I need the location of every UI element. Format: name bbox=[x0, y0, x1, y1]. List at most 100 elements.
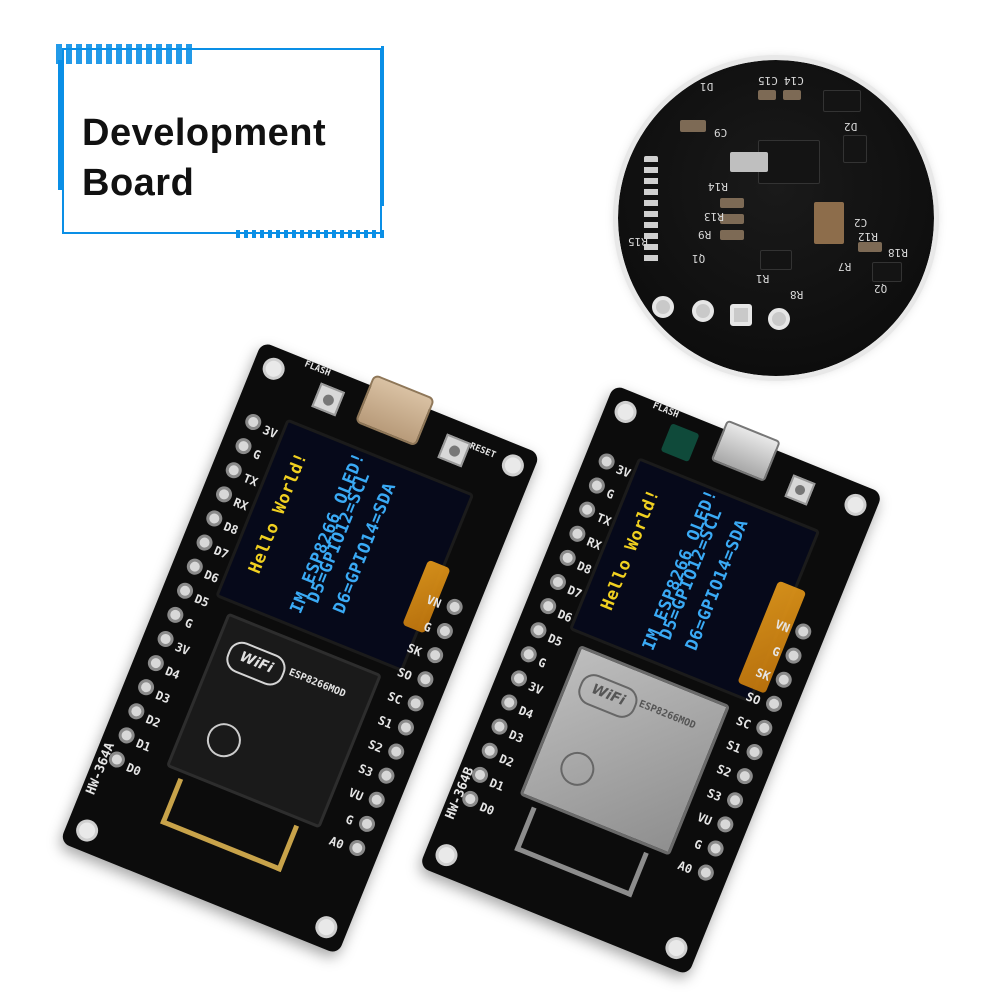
pin bbox=[174, 580, 196, 602]
mounting-hole bbox=[841, 490, 870, 520]
fcc-logo bbox=[201, 718, 247, 763]
pin bbox=[194, 532, 215, 553]
module-model: ESP8266MOD bbox=[287, 667, 348, 700]
pin bbox=[242, 411, 264, 433]
mounting-hole bbox=[312, 912, 341, 942]
silk-label: R18 bbox=[888, 246, 908, 259]
silk-label: C2 bbox=[854, 216, 868, 229]
capacitor-c14 bbox=[783, 90, 801, 100]
pin bbox=[223, 459, 245, 481]
pin bbox=[705, 838, 727, 859]
pin bbox=[753, 717, 775, 739]
pin-label: A0 bbox=[327, 833, 346, 853]
pin bbox=[528, 619, 549, 641]
reset-button bbox=[437, 433, 472, 468]
title-box: Development Board bbox=[56, 44, 386, 238]
silk-label: Q1 bbox=[692, 252, 706, 265]
regulator-chip bbox=[758, 140, 820, 184]
chip-q2 bbox=[872, 262, 902, 282]
reset-label: RESET bbox=[468, 441, 498, 461]
capacitor-c9 bbox=[680, 120, 706, 132]
pin bbox=[734, 765, 756, 787]
pin bbox=[155, 628, 177, 650]
pin bbox=[744, 741, 765, 763]
pin bbox=[444, 596, 466, 618]
pin bbox=[434, 620, 456, 642]
title-decoration bbox=[236, 230, 386, 238]
pin bbox=[356, 813, 378, 835]
mounting-hole bbox=[432, 840, 461, 870]
title-line-1: Development bbox=[82, 112, 327, 154]
mounting-hole bbox=[259, 354, 288, 384]
pin bbox=[233, 435, 254, 457]
silk-label: R8 bbox=[790, 288, 804, 301]
pin bbox=[557, 547, 579, 569]
pad bbox=[768, 308, 790, 330]
pin bbox=[724, 789, 746, 811]
pin bbox=[479, 740, 501, 762]
pin-label: D0 bbox=[477, 799, 497, 819]
resistor-r12 bbox=[858, 242, 882, 252]
chip-d2 bbox=[843, 135, 867, 163]
pin bbox=[184, 556, 206, 578]
pin bbox=[783, 645, 804, 667]
pin bbox=[424, 644, 446, 666]
board-model-label: HW-364A bbox=[83, 740, 118, 797]
pin-label: VU bbox=[695, 809, 714, 829]
capacitor-c2 bbox=[814, 202, 844, 244]
pin bbox=[695, 862, 717, 883]
flash-label: FLASH bbox=[651, 401, 680, 421]
pin bbox=[385, 741, 407, 762]
pin-label: VU bbox=[346, 785, 366, 804]
page-title: Development Board bbox=[82, 108, 326, 208]
pin-label: D0 bbox=[124, 760, 143, 779]
mounting-hole bbox=[662, 933, 691, 963]
pin-label: A0 bbox=[675, 858, 695, 877]
module-model: ESP8266MOD bbox=[637, 698, 698, 732]
pin bbox=[415, 668, 436, 690]
pin bbox=[547, 571, 569, 593]
resistor-r13 bbox=[720, 214, 744, 224]
silk-label: Q2 bbox=[874, 282, 888, 295]
resistor-r14 bbox=[720, 198, 744, 208]
wifi-logo: WiFi bbox=[222, 637, 290, 690]
pad bbox=[652, 296, 674, 318]
pin bbox=[405, 692, 427, 714]
title-line-2: Board bbox=[82, 162, 195, 204]
silk-label: R13 bbox=[704, 210, 724, 223]
pin bbox=[203, 508, 225, 529]
silk-label: R1 bbox=[756, 272, 770, 285]
pin bbox=[566, 523, 588, 545]
pin bbox=[763, 693, 785, 715]
pin bbox=[714, 813, 736, 835]
silk-label: D2 bbox=[844, 120, 858, 133]
fcc-logo bbox=[555, 746, 600, 792]
silk-label: C15 bbox=[758, 74, 778, 87]
pin bbox=[508, 668, 530, 689]
pin bbox=[518, 643, 540, 665]
pin bbox=[135, 676, 157, 698]
silk-label: D1 bbox=[700, 80, 714, 93]
mounting-hole bbox=[72, 816, 102, 845]
header-pins bbox=[644, 156, 658, 266]
silk-label: R7 bbox=[838, 260, 852, 273]
silk-label: C14 bbox=[784, 74, 804, 87]
pin bbox=[489, 716, 510, 738]
pad bbox=[730, 304, 752, 326]
wifi-logo: WiFi bbox=[574, 669, 642, 723]
capacitor-c15 bbox=[758, 90, 776, 100]
mounting-hole bbox=[611, 397, 640, 427]
pcb-closeup-image: R14 R13 R9 R15 Q1 R1 R7 R8 Q2 R18 C15 C1… bbox=[618, 60, 934, 376]
pin bbox=[498, 692, 520, 713]
pin bbox=[576, 499, 598, 521]
mounting-hole bbox=[498, 451, 528, 480]
reset-button bbox=[784, 474, 816, 506]
silk-label: R15 bbox=[628, 235, 648, 248]
pin bbox=[145, 652, 167, 674]
silk-label: C9 bbox=[714, 126, 728, 139]
pin bbox=[586, 475, 608, 496]
pin bbox=[395, 717, 417, 738]
pin bbox=[116, 725, 138, 746]
title-decoration bbox=[381, 46, 384, 206]
silk-label: R9 bbox=[698, 228, 712, 241]
